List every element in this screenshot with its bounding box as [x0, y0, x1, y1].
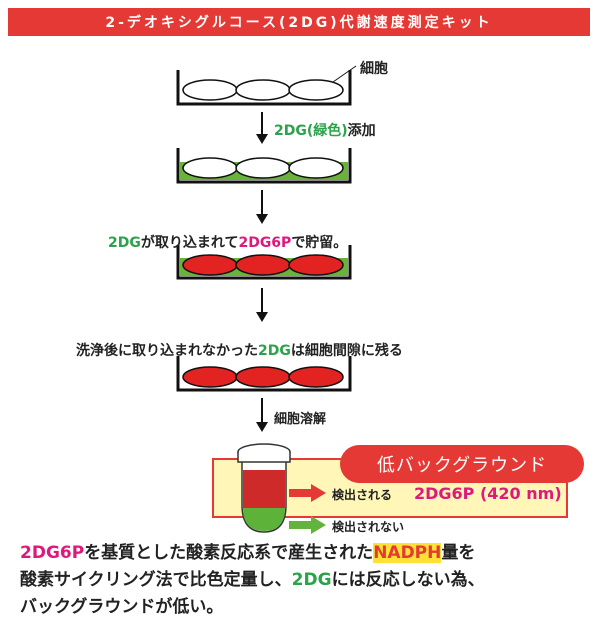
explanation-text: 2DG6Pを基質とした酸素反応系で産生されたNADPH量を 酸素サイクリング法で…: [20, 540, 590, 621]
low-background-badge: 低バックグラウンド: [340, 445, 584, 483]
cell: [288, 254, 344, 276]
uptake-2dg6p-text: 2DG6P: [238, 235, 292, 251]
wash-suffix-text: は細胞間隙に残る: [290, 343, 403, 359]
explanation-l1-suffix: 量を: [441, 543, 476, 563]
wash-prefix-text: 洗浄後に取り込まれなかった: [76, 343, 258, 359]
cells-label: 細胞: [360, 61, 388, 77]
uptake-step: 2DGが取り込まれて2DG6Pで貯留。: [108, 232, 347, 252]
explanation-line-2: 酸素サイクリング法で比色定量し、2DGには反応しない為、: [20, 567, 590, 594]
detected-arrow: [289, 484, 326, 502]
not-detected-arrow: [289, 516, 326, 534]
well-2dg-added: [176, 148, 352, 184]
well-2dg6p-stored: [176, 245, 352, 280]
explanation-2dg6p: 2DG6P: [20, 543, 85, 563]
detected-value: 2DG6P (420 nm): [414, 484, 562, 503]
down-arrow: [256, 112, 268, 144]
explanation-line-1: 2DG6Pを基質とした酸素反応系で産生されたNADPH量を: [20, 540, 590, 567]
well-washed: [176, 356, 352, 392]
explanation-l2-prefix: 酸素サイクリング法で比色定量し、: [20, 570, 292, 590]
explanation-l2-suffix: には反応しない為、: [331, 570, 485, 590]
well-cells-only: [176, 65, 357, 106]
not-detected-label: 検出されない: [332, 520, 405, 534]
down-arrow: [256, 288, 268, 322]
explanation-l1-mid: を基質とした酸素反応系で産生された: [84, 543, 374, 563]
explanation-2dg: 2DG: [291, 570, 332, 590]
explanation-line-3: バックグラウンドが低い。: [20, 597, 224, 617]
title-banner: 2-デオキシグルコース(2DG)代謝速度測定キット: [8, 8, 590, 36]
cell: [288, 366, 344, 388]
cell: [288, 79, 344, 101]
lysate-tube: [237, 443, 291, 533]
cell: [288, 157, 344, 179]
add-2dg-green-text: 2DG(緑色): [274, 123, 348, 139]
lysis-label: 細胞溶解: [274, 412, 327, 427]
uptake-mid-text: が取り込まれて: [140, 235, 239, 251]
nadph-highlight: NADPH: [373, 543, 442, 563]
uptake-suffix-text: で貯留。: [291, 235, 348, 251]
down-arrow: [256, 398, 268, 432]
uptake-2dg-text: 2DG: [108, 235, 141, 251]
add-2dg-step: 2DG(緑色)添加: [274, 120, 376, 140]
wash-2dg-text: 2DG: [258, 343, 291, 359]
down-arrow: [256, 190, 268, 224]
add-2dg-suffix: 添加: [347, 123, 376, 139]
wash-step: 洗浄後に取り込まれなかった2DGは細胞間隙に残る: [76, 340, 403, 360]
detected-label: 検出される: [332, 488, 393, 502]
